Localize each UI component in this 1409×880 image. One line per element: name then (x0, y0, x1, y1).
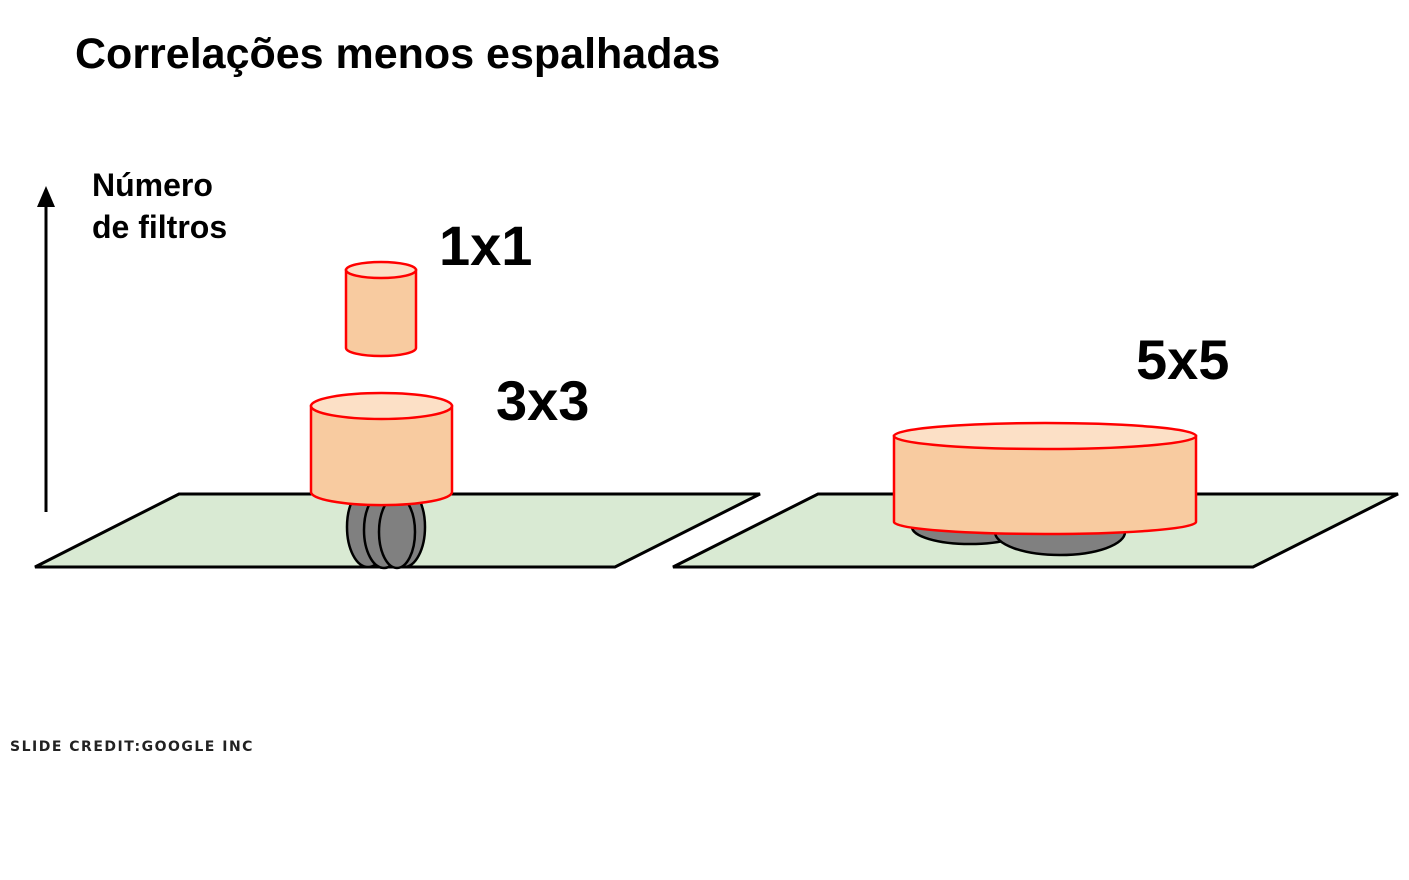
cylinder-5x5 (892, 421, 1198, 536)
axis-label-line1: Número (92, 167, 213, 203)
cylinder-3x3 (309, 391, 454, 507)
label-5x5: 5x5 (1136, 328, 1230, 391)
label-3x3: 3x3 (496, 369, 590, 432)
axis-arrow (37, 186, 55, 512)
label-1x1: 1x1 (439, 214, 533, 277)
slide-title: Correlações menos espalhadas (75, 30, 721, 78)
axis-label-line2: de filtros (92, 209, 228, 245)
slide-credit: SLIDE CREDIT:GOOGLE INC (10, 739, 254, 755)
cylinder-1x1 (344, 260, 418, 358)
axis-label: Número de filtros (92, 164, 227, 248)
